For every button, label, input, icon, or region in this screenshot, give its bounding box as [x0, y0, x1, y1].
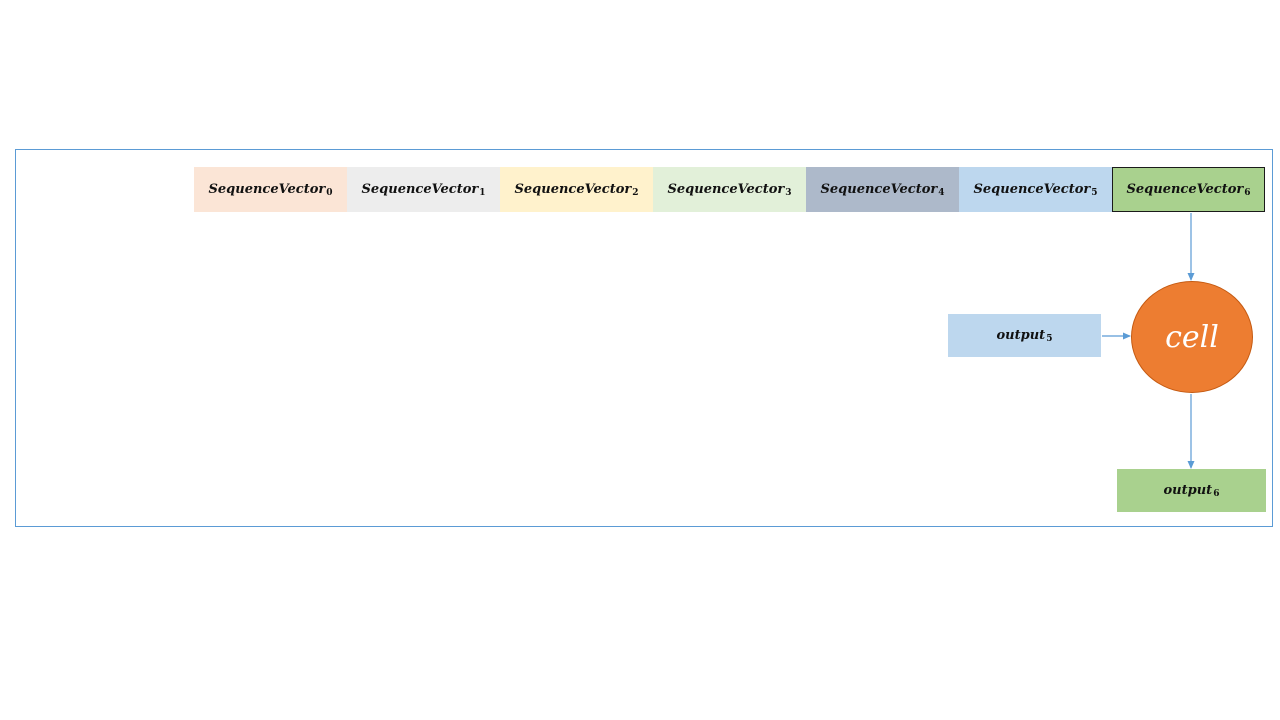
sequence-vector-subscript: 1 — [479, 187, 486, 198]
output-current-label: output — [1163, 483, 1213, 498]
sequence-vector-subscript: 5 — [1091, 187, 1098, 198]
sequence-vector-subscript: 4 — [938, 187, 945, 198]
sequence-vector-label: SequenceVector — [514, 182, 632, 197]
sequence-vector-label: SequenceVector — [820, 182, 938, 197]
sequence-vector-label: SequenceVector — [1126, 182, 1244, 197]
output-current-subscript: 6 — [1213, 488, 1220, 499]
cell-node: cell — [1131, 281, 1253, 393]
sequence-vector-label: SequenceVector — [667, 182, 785, 197]
sequence-vector-label: SequenceVector — [973, 182, 1091, 197]
cell-label: cell — [1165, 319, 1219, 355]
sequence-vector-subscript: 2 — [632, 187, 639, 198]
output-previous-label: output — [996, 328, 1046, 343]
diagram-frame — [15, 149, 1273, 527]
sequence-vector-subscript: 3 — [785, 187, 792, 198]
sequence-vector-label: SequenceVector — [208, 182, 326, 197]
sequence-vector-label: SequenceVector — [361, 182, 479, 197]
output-previous-subscript: 5 — [1046, 333, 1053, 344]
sequence-vector-subscript: 0 — [326, 187, 333, 198]
sequence-vector-subscript: 6 — [1244, 187, 1251, 198]
